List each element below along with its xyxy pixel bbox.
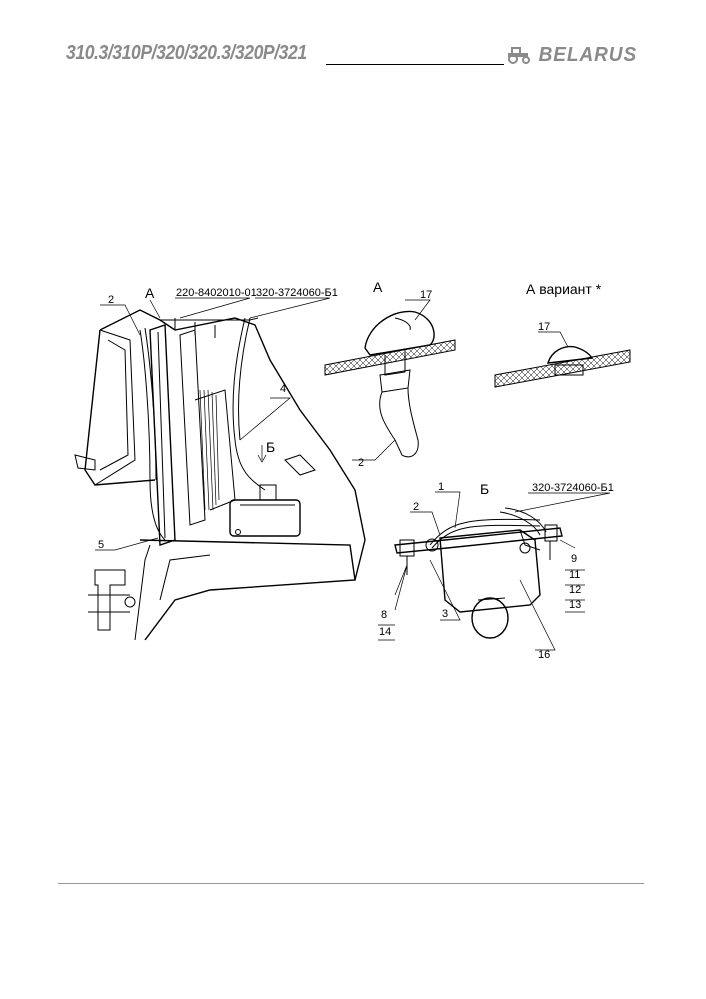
- detail-a: [324, 299, 456, 461]
- label-2-detail-a: 2: [358, 457, 364, 469]
- part-code-320-detail-b: 320-3724060-Б1: [532, 482, 614, 494]
- label-3: 3: [442, 608, 448, 620]
- label-11: 11: [569, 569, 580, 581]
- brand-logo: BELARUS: [506, 43, 640, 67]
- footer-rule: [58, 883, 644, 884]
- label-2-detail-b: 2: [413, 501, 419, 513]
- label-5: 5: [98, 539, 104, 551]
- label-8: 8: [381, 609, 387, 621]
- tractor-icon: [508, 47, 530, 64]
- part-code-320-main: 320-3724060-Б1: [256, 287, 338, 299]
- callout-a-main: А: [145, 285, 155, 301]
- label-14: 14: [379, 626, 391, 638]
- detail-a-title: А: [373, 279, 383, 295]
- main-view: [74, 297, 366, 641]
- label-13: 13: [569, 599, 581, 611]
- document-model-title: 310.3/310P/320/320.3/320P/321: [66, 42, 307, 64]
- header-rule: [326, 64, 504, 65]
- label-2-main: 2: [108, 294, 114, 306]
- label-9: 9: [571, 553, 577, 565]
- part-code-220: 220-8402010-01: [176, 287, 257, 299]
- detail-b: [378, 491, 611, 651]
- label-12: 12: [569, 584, 581, 596]
- label-4: 4: [280, 383, 286, 395]
- label-16: 16: [538, 649, 550, 661]
- label-17-detail-a: 17: [420, 289, 432, 301]
- label-17-detail-variant: 17: [538, 321, 550, 333]
- detail-a-variant: [494, 331, 631, 388]
- callout-b-main: Б: [266, 439, 275, 455]
- detail-b-title: Б: [480, 481, 489, 497]
- label-1: 1: [438, 481, 444, 493]
- brand-name: BELARUS: [538, 43, 638, 66]
- detail-a-variant-title: А вариант *: [526, 281, 602, 297]
